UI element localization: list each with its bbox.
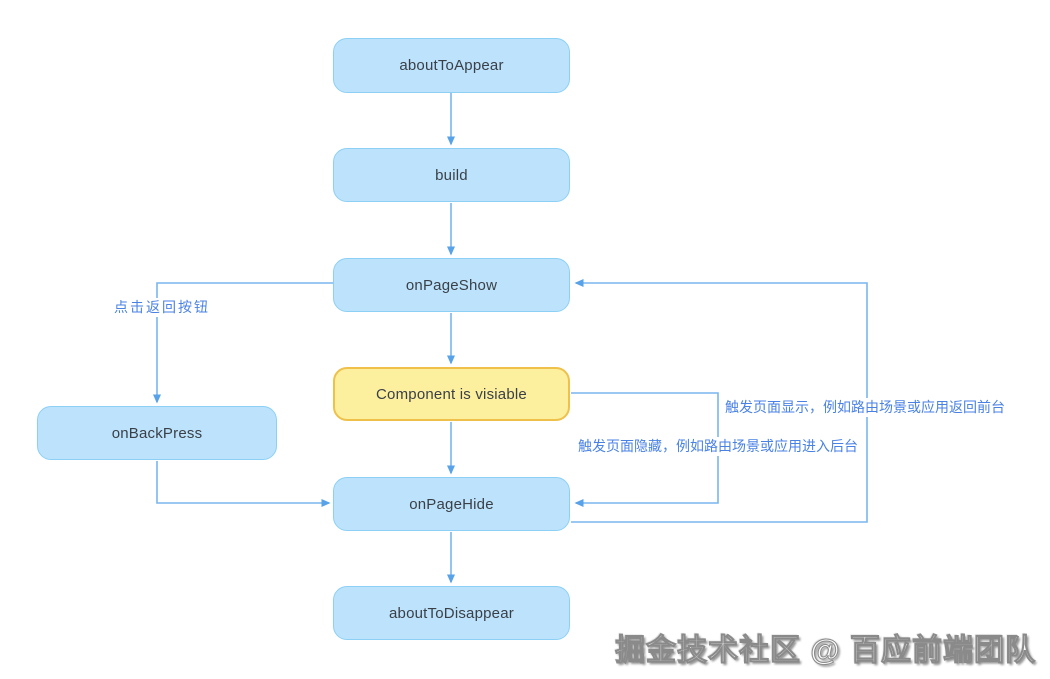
node-onPageHide: onPageHide (333, 477, 570, 531)
watermark-text: 掘金技术社区 @ 百应前端团队 (615, 634, 1036, 668)
node-label-aboutToDisappear: aboutToDisappear (389, 604, 514, 622)
node-onPageShow: onPageShow (333, 258, 570, 312)
node-label-aboutToAppear: aboutToAppear (399, 57, 504, 74)
node-label-onPageHide: onPageHide (409, 495, 494, 513)
node-label-component-visible: Component is visiable (376, 385, 527, 403)
node-aboutToAppear: aboutToAppear (333, 38, 570, 93)
node-build: build (333, 148, 570, 202)
node-label-build: build (435, 166, 468, 184)
node-label-onPageShow: onPageShow (405, 276, 498, 294)
edge-label-back-button: 点击返回按钮 (111, 298, 213, 317)
node-component-visible: Component is visiable (333, 367, 570, 421)
node-label-onBackPress: onBackPress (111, 424, 203, 442)
edge-label-page-hide: 触发页面隐藏，例如路由场景或应用进入后台 (575, 437, 861, 456)
edge-onPageShow-onBackPress (153, 282, 333, 404)
edge-label-page-show: 触发页面显示，例如路由场景或应用返回前台 (722, 398, 1008, 417)
node-onBackPress: onBackPress (37, 406, 277, 460)
edge-onBackPress-onPageHide (156, 461, 331, 507)
node-aboutToDisappear: aboutToDisappear (333, 586, 570, 640)
